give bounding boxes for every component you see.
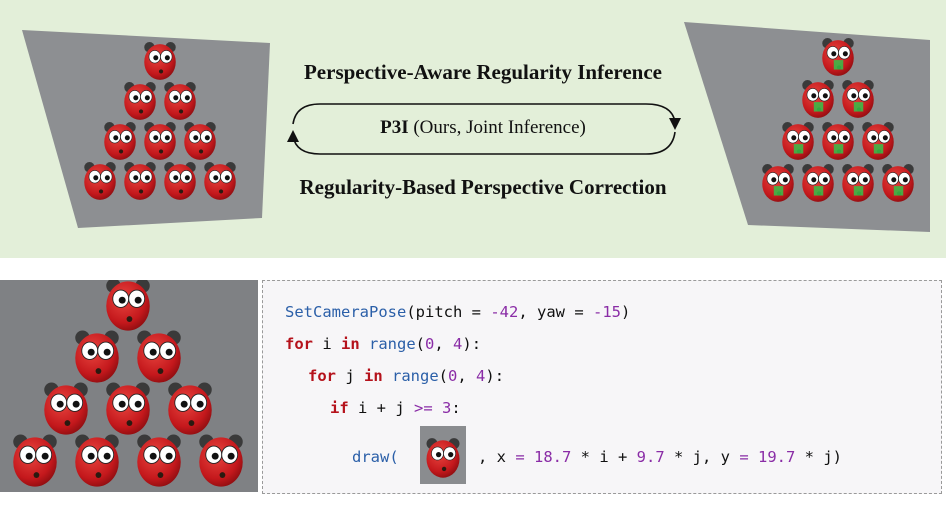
- strawberry-thumbnail: [420, 426, 466, 484]
- upper-arrow-head: [669, 118, 681, 130]
- regularity-correction-label: Regularity-Based Perspective Correction: [299, 175, 667, 199]
- strawberry-figure: [144, 42, 176, 80]
- strawberry-figure: [168, 382, 212, 435]
- strawberry-figure: [842, 80, 874, 118]
- strawberry-figure: [862, 122, 894, 160]
- strawberry-figure: [184, 122, 216, 160]
- code-line-5-args: , x = 18.7 * i + 9.7 * j, y = 19.7 * j): [478, 448, 843, 466]
- strawberry-figure: [762, 164, 794, 202]
- perspective-aware-label: Perspective-Aware Regularity Inference: [303, 60, 663, 84]
- strawberry-figure: [426, 438, 460, 478]
- code-line-2: for i in range(0, 4):: [285, 335, 482, 353]
- code-line-1: SetCameraPose(pitch = -42, yaw = -15): [285, 303, 631, 321]
- strawberry-figure: [13, 434, 57, 487]
- strawberry-figure: [822, 38, 854, 76]
- code-line-3: for j in range(0, 4):: [308, 367, 505, 385]
- strawberry-figure: [204, 162, 236, 200]
- upper-arrow: [292, 103, 676, 125]
- strawberry-figure: [124, 162, 156, 200]
- strawberry-figure: [802, 164, 834, 202]
- strawberry-figure: [106, 280, 150, 331]
- strawberry-figure: [822, 122, 854, 160]
- lower-arrow: [292, 131, 676, 155]
- strawberry-figure: [782, 122, 814, 160]
- strawberry-figure: [75, 330, 119, 383]
- strawberry-figure: [75, 434, 119, 487]
- input-image-left: [22, 30, 270, 228]
- p3i-label: P3I (Ours, Joint Inference): [338, 117, 628, 139]
- strawberry-figure: [144, 122, 176, 160]
- strawberry-figure: [882, 164, 914, 202]
- output-image-right: [684, 22, 930, 232]
- lower-arrow-head: [287, 130, 299, 142]
- strawberry-figure: [199, 434, 243, 487]
- strawberry-figure: [802, 80, 834, 118]
- code-panel: [262, 280, 942, 494]
- code-line-4: if i + j >= 3:: [330, 399, 461, 417]
- bottom-input-photo: [0, 280, 258, 492]
- strawberry-figure: [137, 330, 181, 383]
- strawberry-figure: [104, 122, 136, 160]
- strawberry-figure: [124, 82, 156, 120]
- strawberry-figure: [106, 382, 150, 435]
- strawberry-figure: [84, 162, 116, 200]
- loop-arrows: [287, 103, 681, 155]
- p3i-name: P3I: [380, 117, 409, 138]
- top-illustration: [22, 22, 930, 232]
- strawberry-figure: [44, 382, 88, 435]
- strawberry-figure: [164, 162, 196, 200]
- strawberry-figure: [137, 434, 181, 487]
- code-line-5-draw: draw(: [352, 448, 399, 466]
- strawberry-figure: [164, 82, 196, 120]
- strawberry-figure: [842, 164, 874, 202]
- p3i-subtitle: (Ours, Joint Inference): [408, 117, 586, 138]
